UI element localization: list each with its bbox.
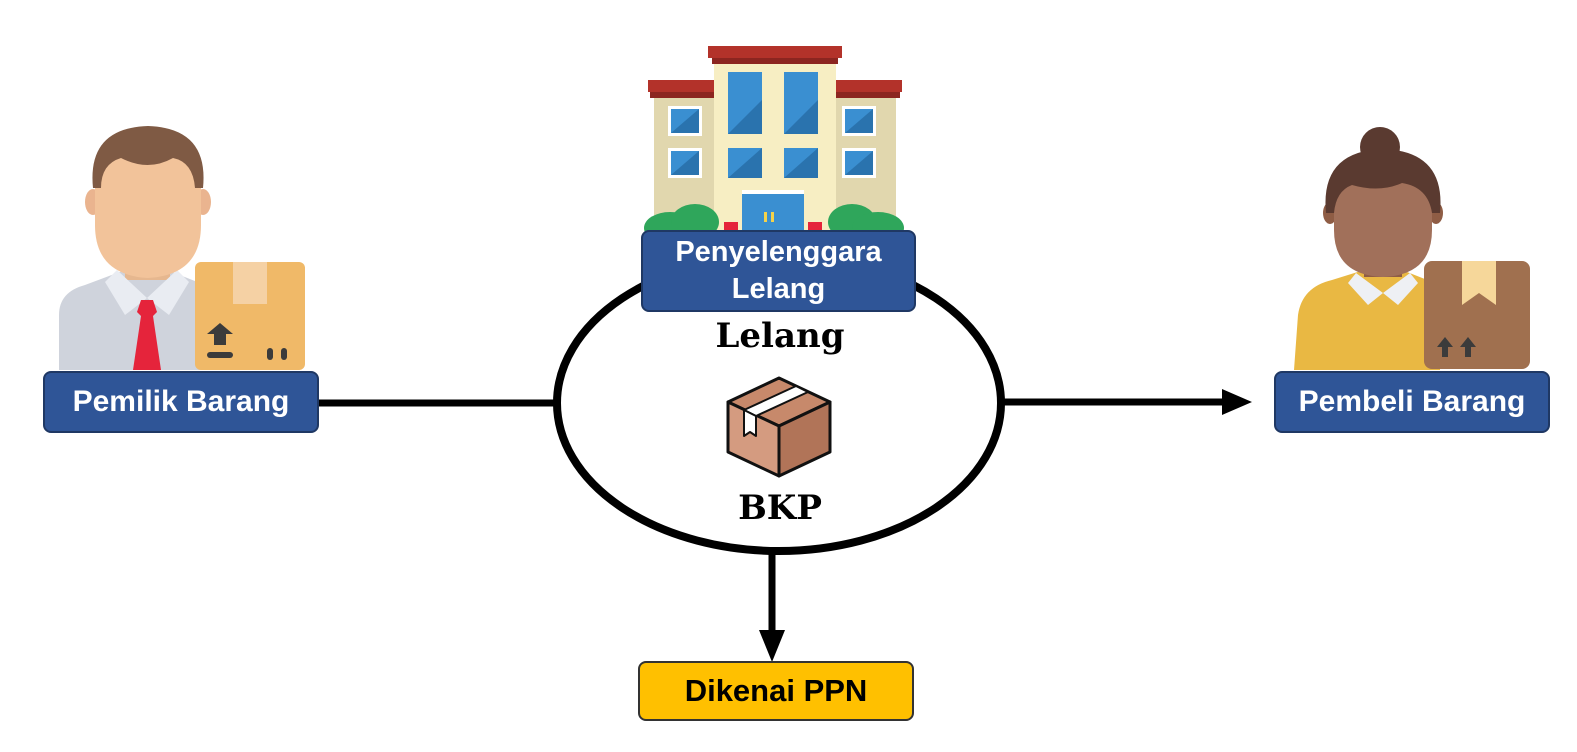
organizer-label-line1: Penyelenggara (675, 236, 882, 268)
arrowhead-buyer (1222, 389, 1252, 415)
item-label: BKP (738, 488, 822, 528)
arrowhead-tax (759, 630, 785, 662)
organizer-label-line2: Lelang (731, 273, 826, 305)
buyer-label: Pembeli Barang (1298, 385, 1526, 418)
auction-title: Lelang (715, 316, 845, 356)
tax-node: Dikenai PPN (638, 661, 914, 721)
businessman-with-box-icon (59, 126, 305, 370)
owner-node: Pemilik Barang (43, 371, 319, 433)
organizer-node: Penyelenggara Lelang (641, 230, 916, 312)
woman-with-box-icon (1294, 127, 1530, 370)
buyer-node: Pembeli Barang (1274, 371, 1550, 433)
owner-label: Pemilik Barang (72, 385, 290, 418)
tax-label: Dikenai PPN (684, 673, 868, 708)
cardboard-box-icon (726, 376, 832, 478)
building-icon (644, 46, 904, 235)
